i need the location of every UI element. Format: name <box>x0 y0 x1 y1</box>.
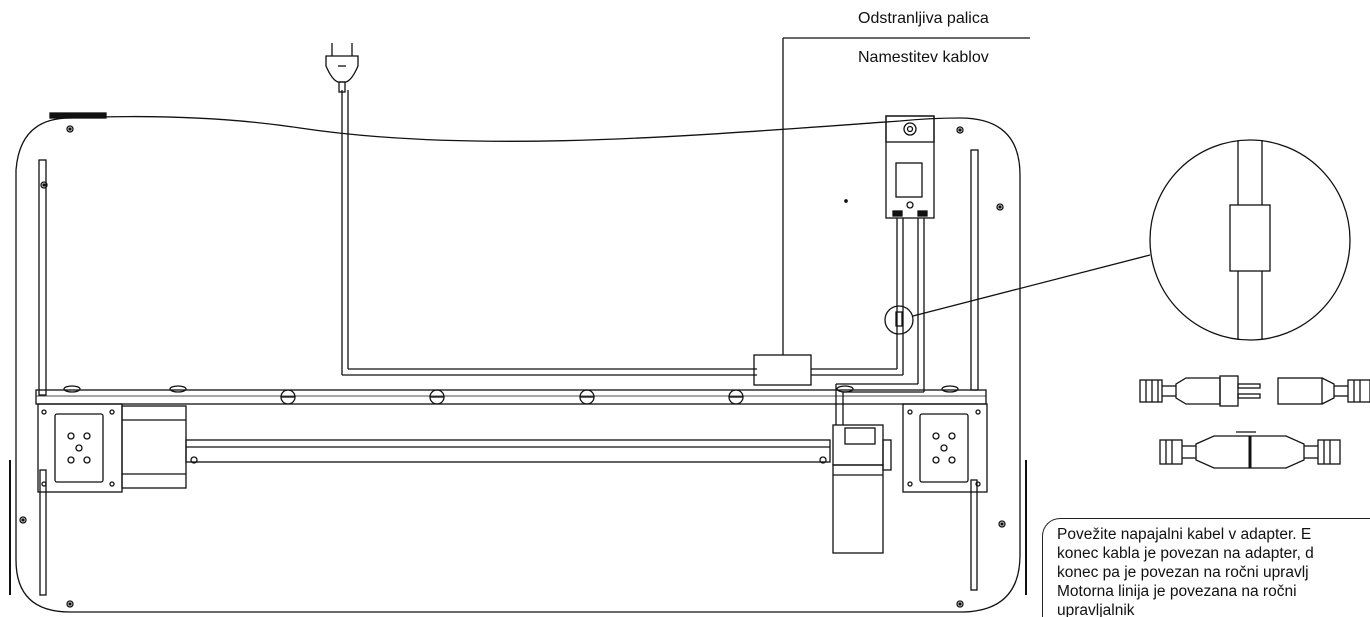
motor <box>832 424 892 554</box>
lift-rod <box>185 439 831 464</box>
connector-joined <box>1159 431 1341 469</box>
left-leg-rail <box>38 159 47 596</box>
right-foot-bracket <box>902 403 988 493</box>
note-line-5: upravljalnik <box>1057 602 1135 617</box>
top-edge-tab <box>49 112 107 119</box>
cable-installation-label: Namestitev kablov <box>858 49 989 66</box>
note-line-3: konec pa je povezan na ročni upravlj <box>1057 564 1309 581</box>
right-leg-rail <box>970 149 979 591</box>
adapter <box>753 354 812 386</box>
label-leader <box>782 37 1030 355</box>
left-foot-bracket <box>37 403 187 493</box>
removable-rod-label: Odstranljiva palica <box>858 10 989 27</box>
power-cable <box>341 90 757 376</box>
note-line-4: Motorna linija je povezana na ročni <box>1057 583 1297 600</box>
motor-cable <box>835 218 925 425</box>
desktop-outline <box>15 115 1021 613</box>
connector-callout <box>884 254 1151 335</box>
connector-female <box>1277 377 1370 405</box>
magnified-connector-view <box>1149 139 1351 341</box>
instruction-note: Povežite napajalni kabel v adapter. E ko… <box>1042 518 1370 617</box>
connector-male <box>1139 375 1261 407</box>
control-box <box>885 115 935 219</box>
corner-screws <box>19 125 1006 608</box>
plug <box>325 43 359 93</box>
controller-cable <box>811 218 904 376</box>
note-line-1: Povežite napajalni kabel v adapter. E <box>1057 526 1312 543</box>
note-line-2: konec kabla je povezan na adapter, d <box>1057 545 1314 562</box>
